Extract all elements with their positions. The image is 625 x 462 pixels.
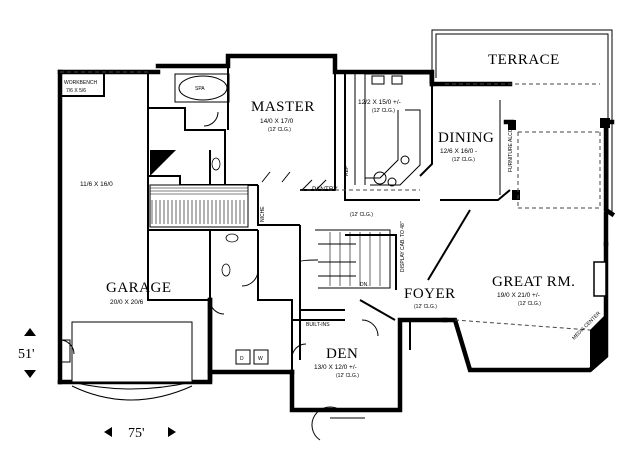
kitchen-ceiling: (12' CLG.) [372,108,395,114]
garage-bay-size: 11/6 X 16/0 [80,181,113,188]
toilet-2 [221,263,231,277]
dryer-label: D [240,356,244,362]
laundry [235,349,269,365]
kitchen-counters [354,72,431,187]
media-center [590,316,604,370]
great-room-label: GREAT RM. [492,274,575,290]
workbench-size: 7/6 X 5/6 [66,88,86,94]
master-label: MASTER [251,99,315,115]
garage-door [71,321,193,401]
great-room-ceiling: (12' CLG.) [518,301,541,307]
dining-ceiling: (12' CLG.) [452,157,475,163]
dining-label: DINING [438,130,494,146]
foyer-ceiling: (12' CLG.) [414,304,437,310]
shower [150,150,176,176]
dn-label: DN. [360,282,369,288]
garage-size: 20/0 X 20/6 [110,299,144,306]
pantry-label: PANTRY [312,186,338,193]
column-3 [512,190,520,200]
master-size: 14/0 X 17/0 [260,118,294,125]
garage-step [60,339,71,363]
hall-ceiling: (12' CLG.) [350,212,373,218]
built-ins-label: BUILT-INS [306,322,330,328]
spa-deck [174,73,230,103]
column-2 [508,120,516,130]
toilet-1 [211,157,221,171]
niche-label: NICHE [260,206,266,222]
kitchen-size: 12/2 X 15/0 +/- [358,99,401,106]
furniture-alcove-label: FURNITURE ALCOVE [508,121,514,172]
fireplace [593,261,607,297]
den-ceiling: (12' CLG.) [336,373,359,379]
width-dimension [104,427,176,437]
depth-dimension-label: 51' [18,347,35,362]
sink-1 [225,233,239,243]
closet-shelving [149,184,249,228]
display-cab-label: DISPLAY CAB. TO 48" [400,221,406,272]
column-1 [600,118,610,128]
master-ceiling: (12' CLG.) [268,127,291,133]
garage-label: GARAGE [106,280,172,296]
overhead-lines [60,71,601,331]
spa-label: SPA [195,86,205,92]
ref-label: REF [344,166,350,176]
great-room-size: 19/0 X 21/0 +/- [497,292,540,299]
depth-dimension [24,328,36,378]
dining-size: 12/6 X 16/0 - [440,148,477,155]
doors [59,111,379,441]
den-size: 13/0 X 12/0 +/- [314,364,357,371]
staircase [299,229,391,289]
den-label: DEN [326,346,358,362]
spa-tub [178,75,228,101]
foyer-label: FOYER [404,286,456,302]
washer-label: W [258,356,263,362]
interior-walls [60,66,511,372]
workbench-label: WORKBENCH [64,80,97,86]
width-dimension-label: 75' [128,426,145,441]
terrace-label: TERRACE [488,52,560,68]
